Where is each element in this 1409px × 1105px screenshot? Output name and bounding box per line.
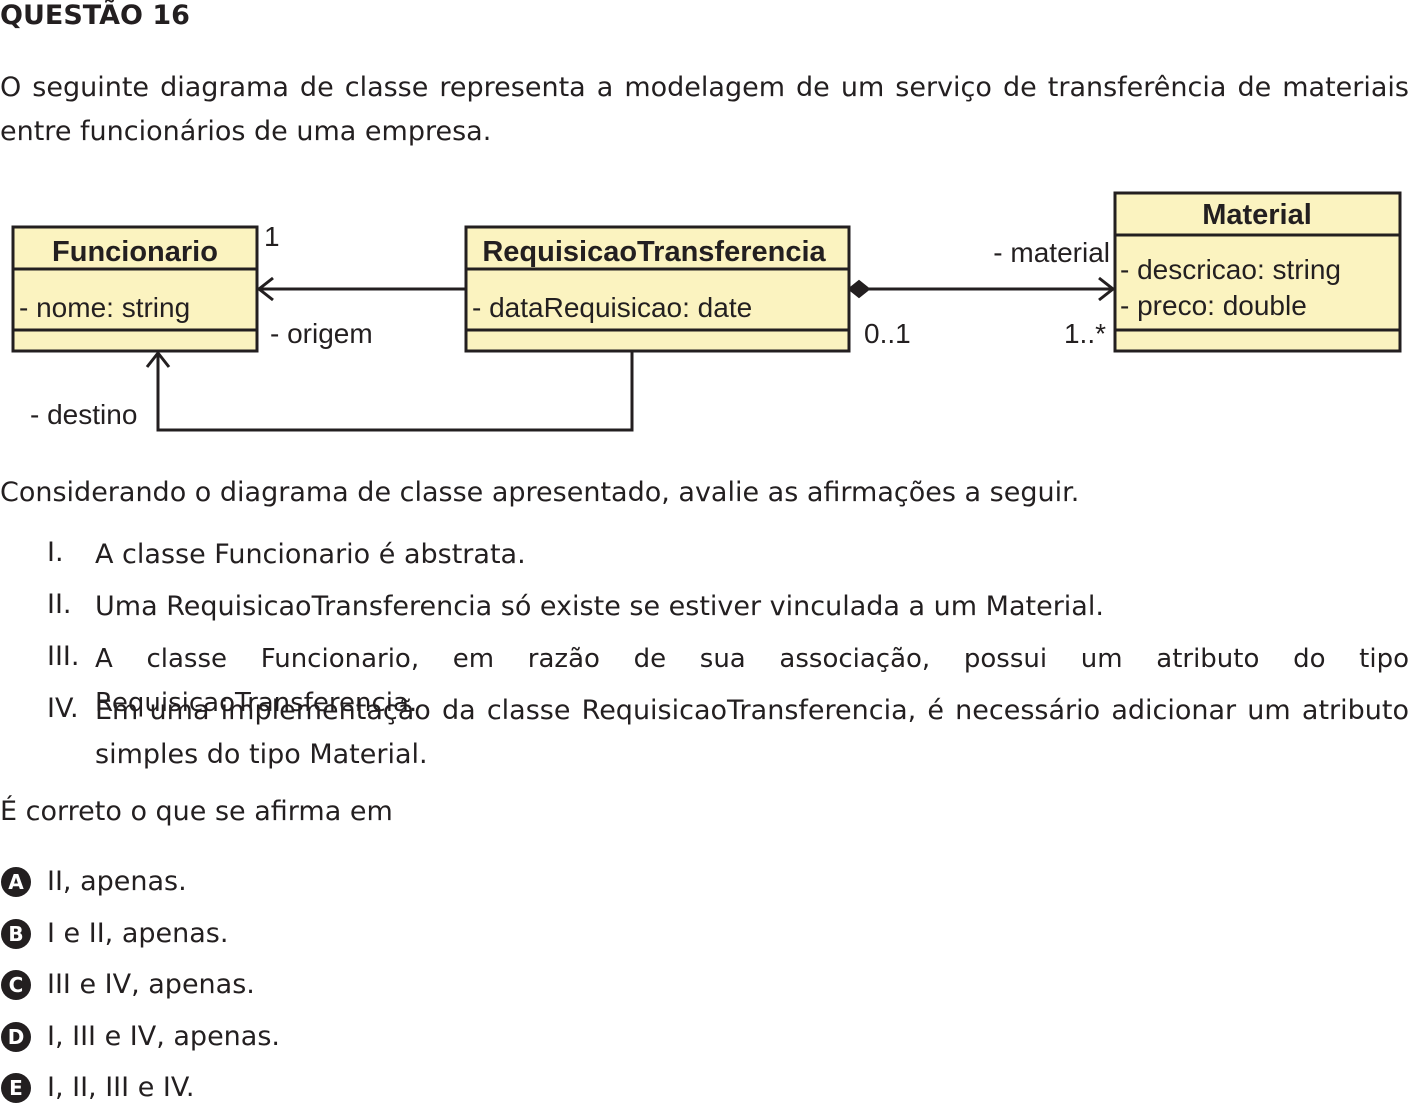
class-material: Material - descricao: string - preco: do… [1113,191,1402,353]
role-origem: - origem [270,318,373,349]
option-c[interactable]: C III e IV, apenas. [1,969,255,1000]
statement-number: IV. [47,693,79,724]
multiplicity-requisicao: 0..1 [864,318,911,349]
class-requisicao-transferencia: RequisicaoTransferencia - dataRequisicao… [464,225,851,353]
statement-number: I. [47,537,64,568]
option-letter-badge: D [1,1021,31,1052]
option-d[interactable]: D I, III e IV, apenas. [1,1021,280,1052]
class-material-attr-descricao: - descricao: string [1120,254,1341,285]
option-text: III e IV, apenas. [47,969,255,1000]
association-origem [256,276,466,302]
statements-prompt: Considerando o diagrama de classe aprese… [0,477,1080,508]
option-letter-badge: C [1,969,31,1000]
class-requisicao-name: RequisicaoTransferencia [482,236,826,268]
option-text: I, III e IV, apenas. [47,1021,280,1052]
question-stem: É correto o que se afirma em [0,796,393,827]
question-intro: O seguinte diagrama de classe representa… [0,72,1409,147]
class-material-name: Material [1202,199,1312,231]
statement-number: II. [47,589,72,620]
role-material: - material [993,237,1110,268]
option-a[interactable]: A II, apenas. [1,866,187,897]
multiplicity-funcionario: 1 [264,221,280,252]
statement-text: Uma RequisicaoTransferencia só existe se… [95,591,1104,622]
option-letter-badge: E [1,1072,31,1103]
composition-material [847,276,1116,302]
class-material-attr-preco: - preco: double [1120,290,1307,321]
class-funcionario-attr: - nome: string [19,292,190,323]
class-funcionario: Funcionario - nome: string [11,225,259,353]
uml-class-diagram: Funcionario - nome: string RequisicaoTra… [11,191,1402,432]
option-letter-badge: B [1,918,31,949]
composition-diamond [847,279,871,299]
question-title: QUESTÃO 16 [0,0,190,31]
option-b[interactable]: B I e II, apenas. [1,918,228,949]
option-text: I, II, III e IV. [47,1072,195,1103]
class-funcionario-name: Funcionario [52,236,218,268]
statement-text: Em uma implementação da classe Requisica… [95,695,1409,770]
statement-text: A classe Funcionario, em razão de sua as… [95,644,1409,718]
option-e[interactable]: E I, II, III e IV. [1,1072,194,1103]
role-destino: - destino [30,399,137,430]
option-letter-badge: A [1,866,31,897]
association-destino [145,350,634,432]
multiplicity-material: 1..* [1064,318,1106,349]
statement-text: A classe Funcionario é abstrata. [95,539,526,570]
class-requisicao-attr: - dataRequisicao: date [472,292,752,323]
option-text: I e II, apenas. [47,918,229,949]
statement-number: III. [47,641,80,672]
option-text: II, apenas. [47,866,187,897]
